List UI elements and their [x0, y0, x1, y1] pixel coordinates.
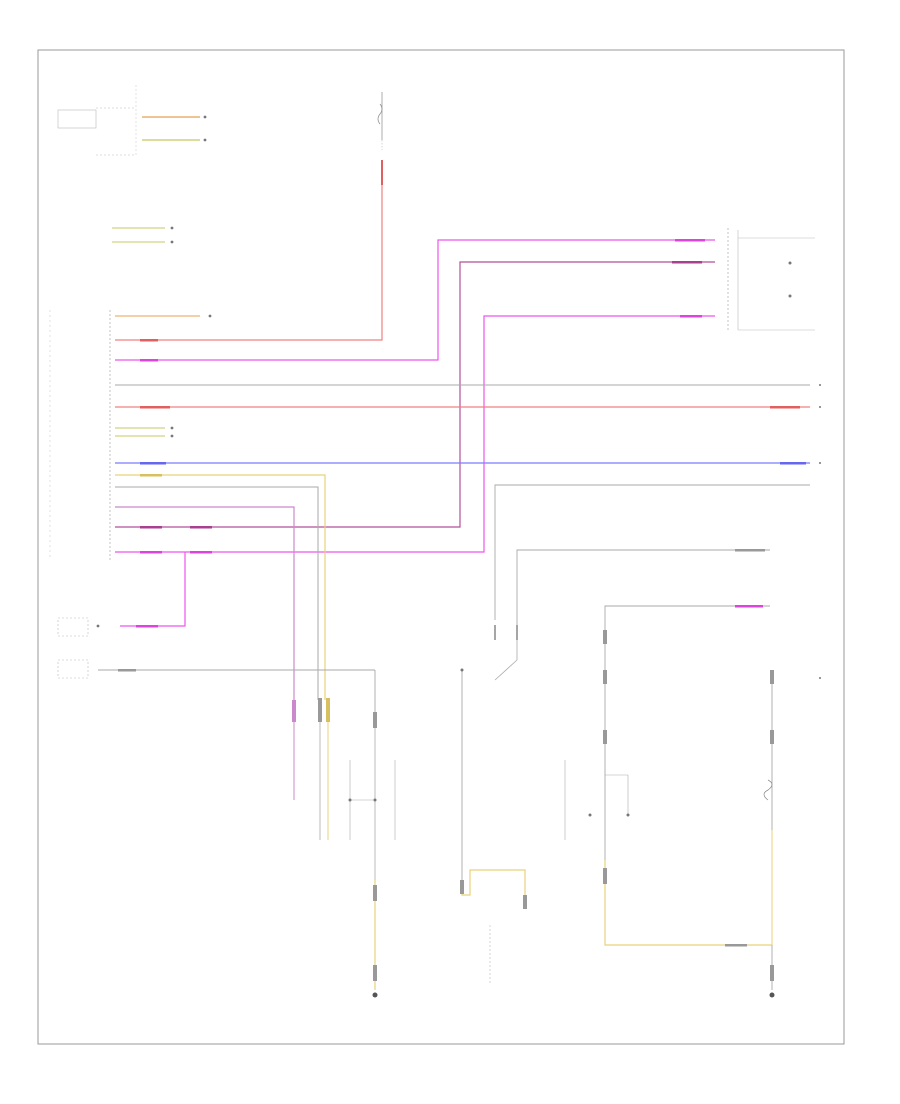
fresh-air-control-module	[57, 85, 137, 156]
instrument-light-module	[292, 698, 330, 840]
emergency-switch	[516, 549, 770, 625]
seat-switch-module	[564, 630, 772, 947]
wire-color-tags	[136, 239, 806, 628]
fuse-section	[377, 92, 383, 150]
instrument-cluster-section	[112, 226, 174, 244]
ground-center-module	[460, 869, 527, 985]
overhead-switch-module	[727, 228, 815, 331]
seat-heater-feed	[604, 605, 821, 679]
rear-mirror-switch	[494, 484, 810, 620]
ground-right-module	[763, 670, 775, 998]
main-harness-wires	[115, 160, 821, 700]
center-switches	[460, 625, 518, 880]
ground-left-module	[348, 670, 396, 998]
fresh-air-wires	[142, 115, 207, 142]
front-interior-light	[57, 617, 375, 679]
diagram-frame	[37, 49, 845, 1045]
